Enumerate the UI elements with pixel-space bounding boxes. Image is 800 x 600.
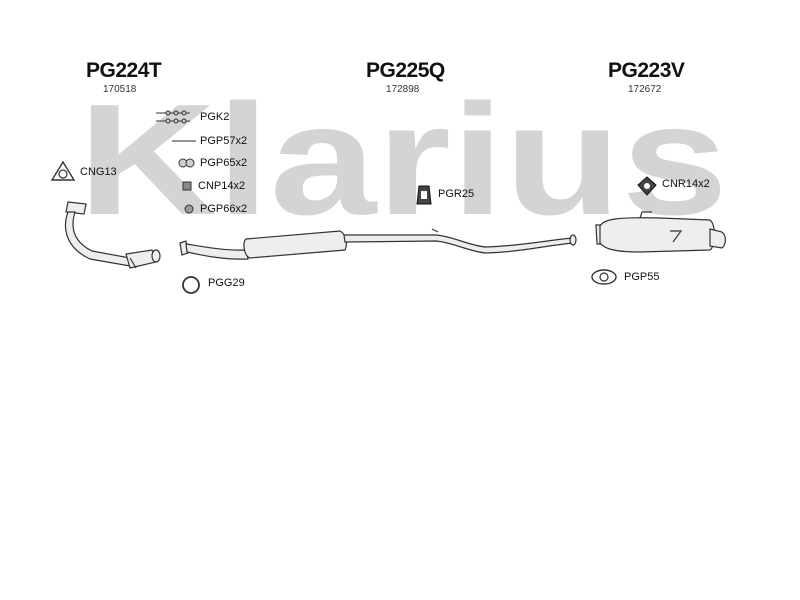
clamp-icon	[178, 158, 195, 168]
bolt-kit-icon	[156, 110, 190, 124]
part-label-pgr25: PGR25	[438, 188, 475, 200]
center-silencer	[179, 228, 577, 260]
part-label-pgp55: PGP55	[624, 271, 660, 283]
section-number-rear-silencer: 172672	[628, 84, 662, 95]
part-label-pgp57: PGP57x2	[200, 135, 248, 147]
section-code-front-pipe: PG224T	[86, 59, 162, 82]
part-label-cnp14: CNP14x2	[198, 180, 246, 192]
rear-silencer	[595, 211, 726, 253]
ring-gasket-icon	[182, 276, 200, 294]
front-pipe	[64, 201, 161, 269]
pin-icon	[172, 140, 196, 142]
flange-gasket-icon	[591, 269, 617, 285]
rubber-hanger-icon	[637, 176, 657, 196]
part-label-pgk2: PGK2	[200, 111, 230, 123]
part-label-cnr14: CNR14x2	[662, 178, 710, 190]
washer-icon	[184, 204, 194, 214]
section-number-center-silencer: 172898	[386, 84, 420, 95]
part-label-pgg29: PGG29	[208, 277, 245, 289]
rubber-mount-icon	[416, 185, 432, 205]
section-code-center-silencer: PG225Q	[366, 59, 445, 82]
part-label-pgp66: PGP66x2	[200, 203, 248, 215]
section-code-rear-silencer: PG223V	[608, 59, 685, 82]
gasket-icon	[50, 160, 76, 181]
part-label-pgp65: PGP65x2	[200, 157, 248, 169]
section-number-front-pipe: 170518	[103, 84, 137, 95]
part-label-cng13: CNG13	[80, 166, 117, 178]
nut-icon	[182, 181, 192, 191]
